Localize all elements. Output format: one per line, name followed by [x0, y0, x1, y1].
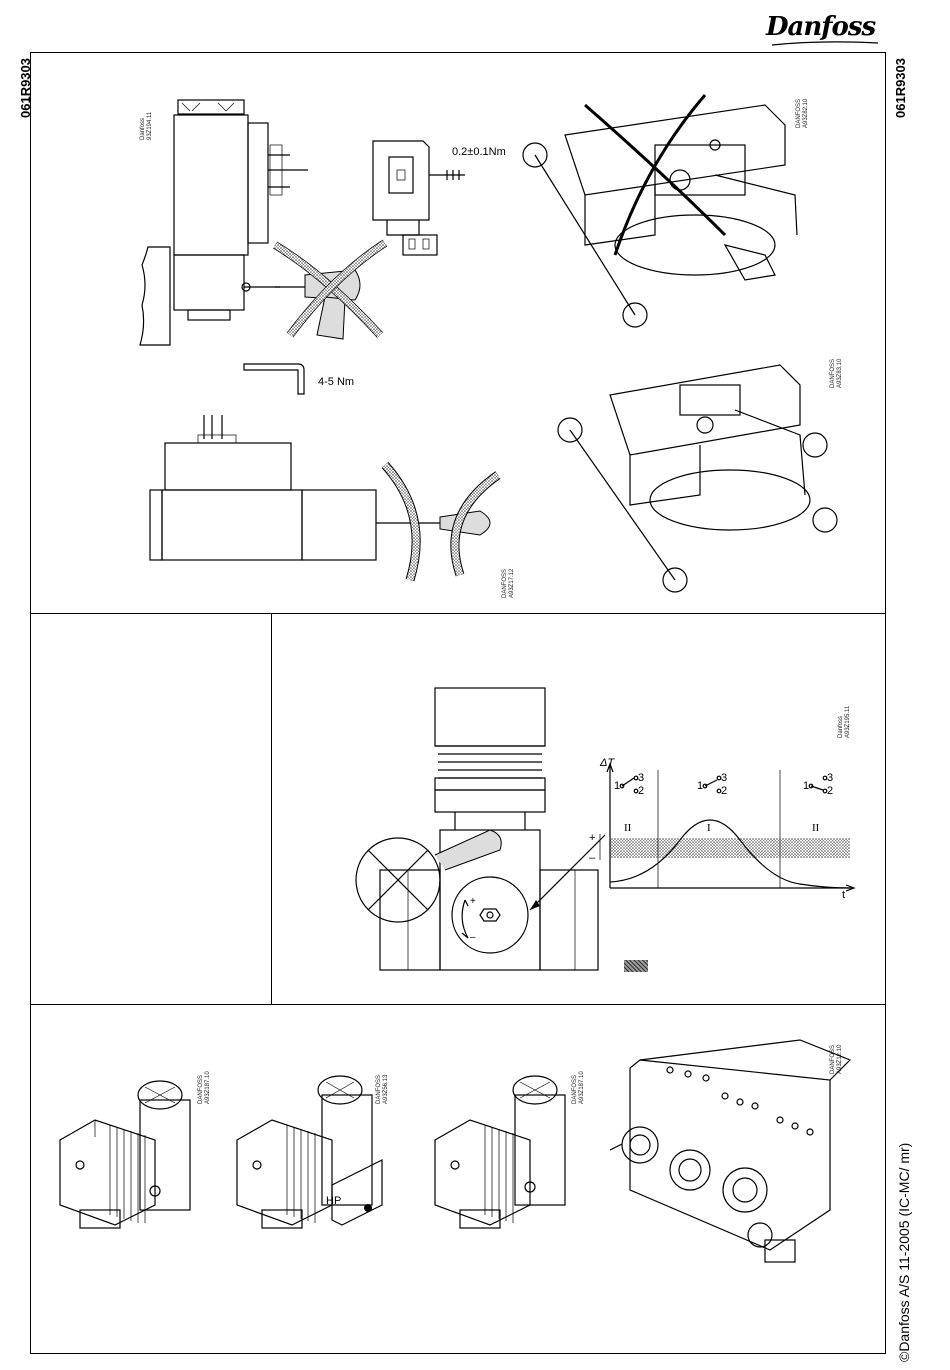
vice-correct-drawing — [550, 345, 840, 600]
valve-side-drawing — [140, 405, 520, 585]
torque-small-label: 0.2±0.1Nm — [452, 146, 506, 158]
axis-x-label: t — [842, 889, 845, 901]
ref-A93Z82: DANFOSS A93Z82.10 — [796, 99, 810, 128]
section-divider-1 — [30, 613, 886, 614]
axis-y-label: ΔT — [600, 757, 614, 769]
danfoss-logo: Danfoss — [766, 12, 875, 42]
band-plus: + — [589, 832, 595, 844]
logo-underline — [770, 40, 880, 48]
ref-A93Z17: DANFOSS A93Z17.12 — [502, 569, 516, 598]
ref-A93Z83: DANFOSS A93Z83.10 — [830, 359, 844, 388]
section2-vertical-divider — [271, 613, 272, 1004]
valve-coil-unit-1 — [55, 1065, 205, 1235]
switch-mid: 1 3 2 — [697, 772, 733, 798]
ref-A93Z195: Danfoss A93Z195.11 — [838, 706, 852, 738]
valve-coil-unit-2-hp — [232, 1065, 392, 1235]
band-minus: – — [589, 852, 595, 864]
manifold-block-drawing — [600, 1040, 860, 1270]
torque-hex-label: 4-5 Nm — [318, 376, 354, 388]
dead-band-swatch — [624, 960, 648, 972]
valve-coil-unit-3 — [430, 1065, 580, 1235]
zone-right: II — [812, 822, 819, 834]
section-divider-2 — [30, 1004, 886, 1005]
thermostat-valve-drawing — [350, 680, 610, 980]
switch-right: 1 3 2 — [803, 772, 839, 798]
knob-minus: – — [470, 932, 476, 943]
zone-left: II — [624, 822, 631, 834]
zone-mid: I — [707, 822, 711, 834]
switch-left: 1 3 2 — [614, 772, 650, 798]
copyright: ©Danfoss A/S 11-2005 (IC-MC/ mr) — [896, 1143, 912, 1362]
hp-label: HP — [326, 1195, 341, 1207]
knob-plus: + — [470, 896, 476, 907]
hex-key-icon — [240, 360, 320, 400]
vice-crossed-drawing — [525, 85, 815, 335]
doc-code-right: 061R9303 — [893, 58, 908, 118]
